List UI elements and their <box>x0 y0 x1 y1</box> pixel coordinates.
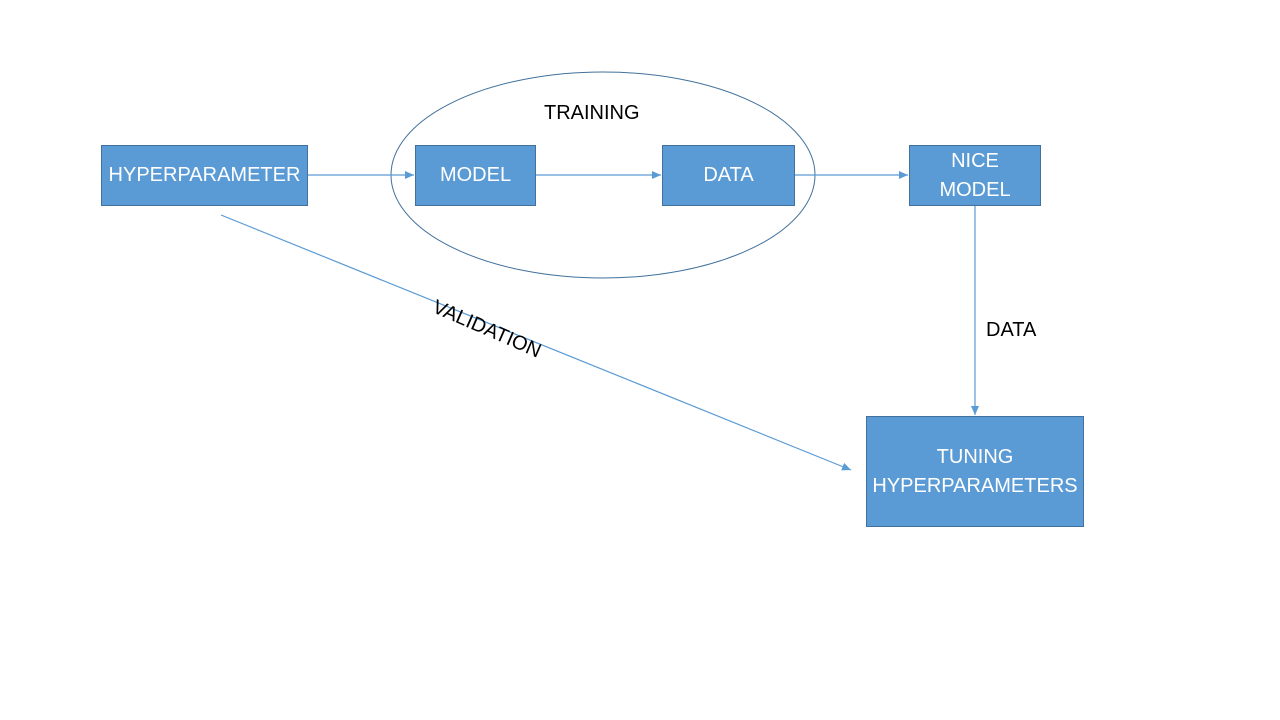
model-node[interactable]: MODEL <box>415 145 536 206</box>
data-node[interactable]: DATA <box>662 145 795 206</box>
tuning-hyperparameters-node[interactable]: TUNING HYPERPARAMETERS <box>866 416 1084 527</box>
hyperparameter-node[interactable]: HYPERPARAMETER <box>101 145 308 206</box>
data-edge-label: DATA <box>986 319 1037 341</box>
arrow-validation <box>220 214 852 471</box>
nice-model-node[interactable]: NICE MODEL <box>909 145 1041 206</box>
training-label: TRAINING <box>544 102 640 124</box>
